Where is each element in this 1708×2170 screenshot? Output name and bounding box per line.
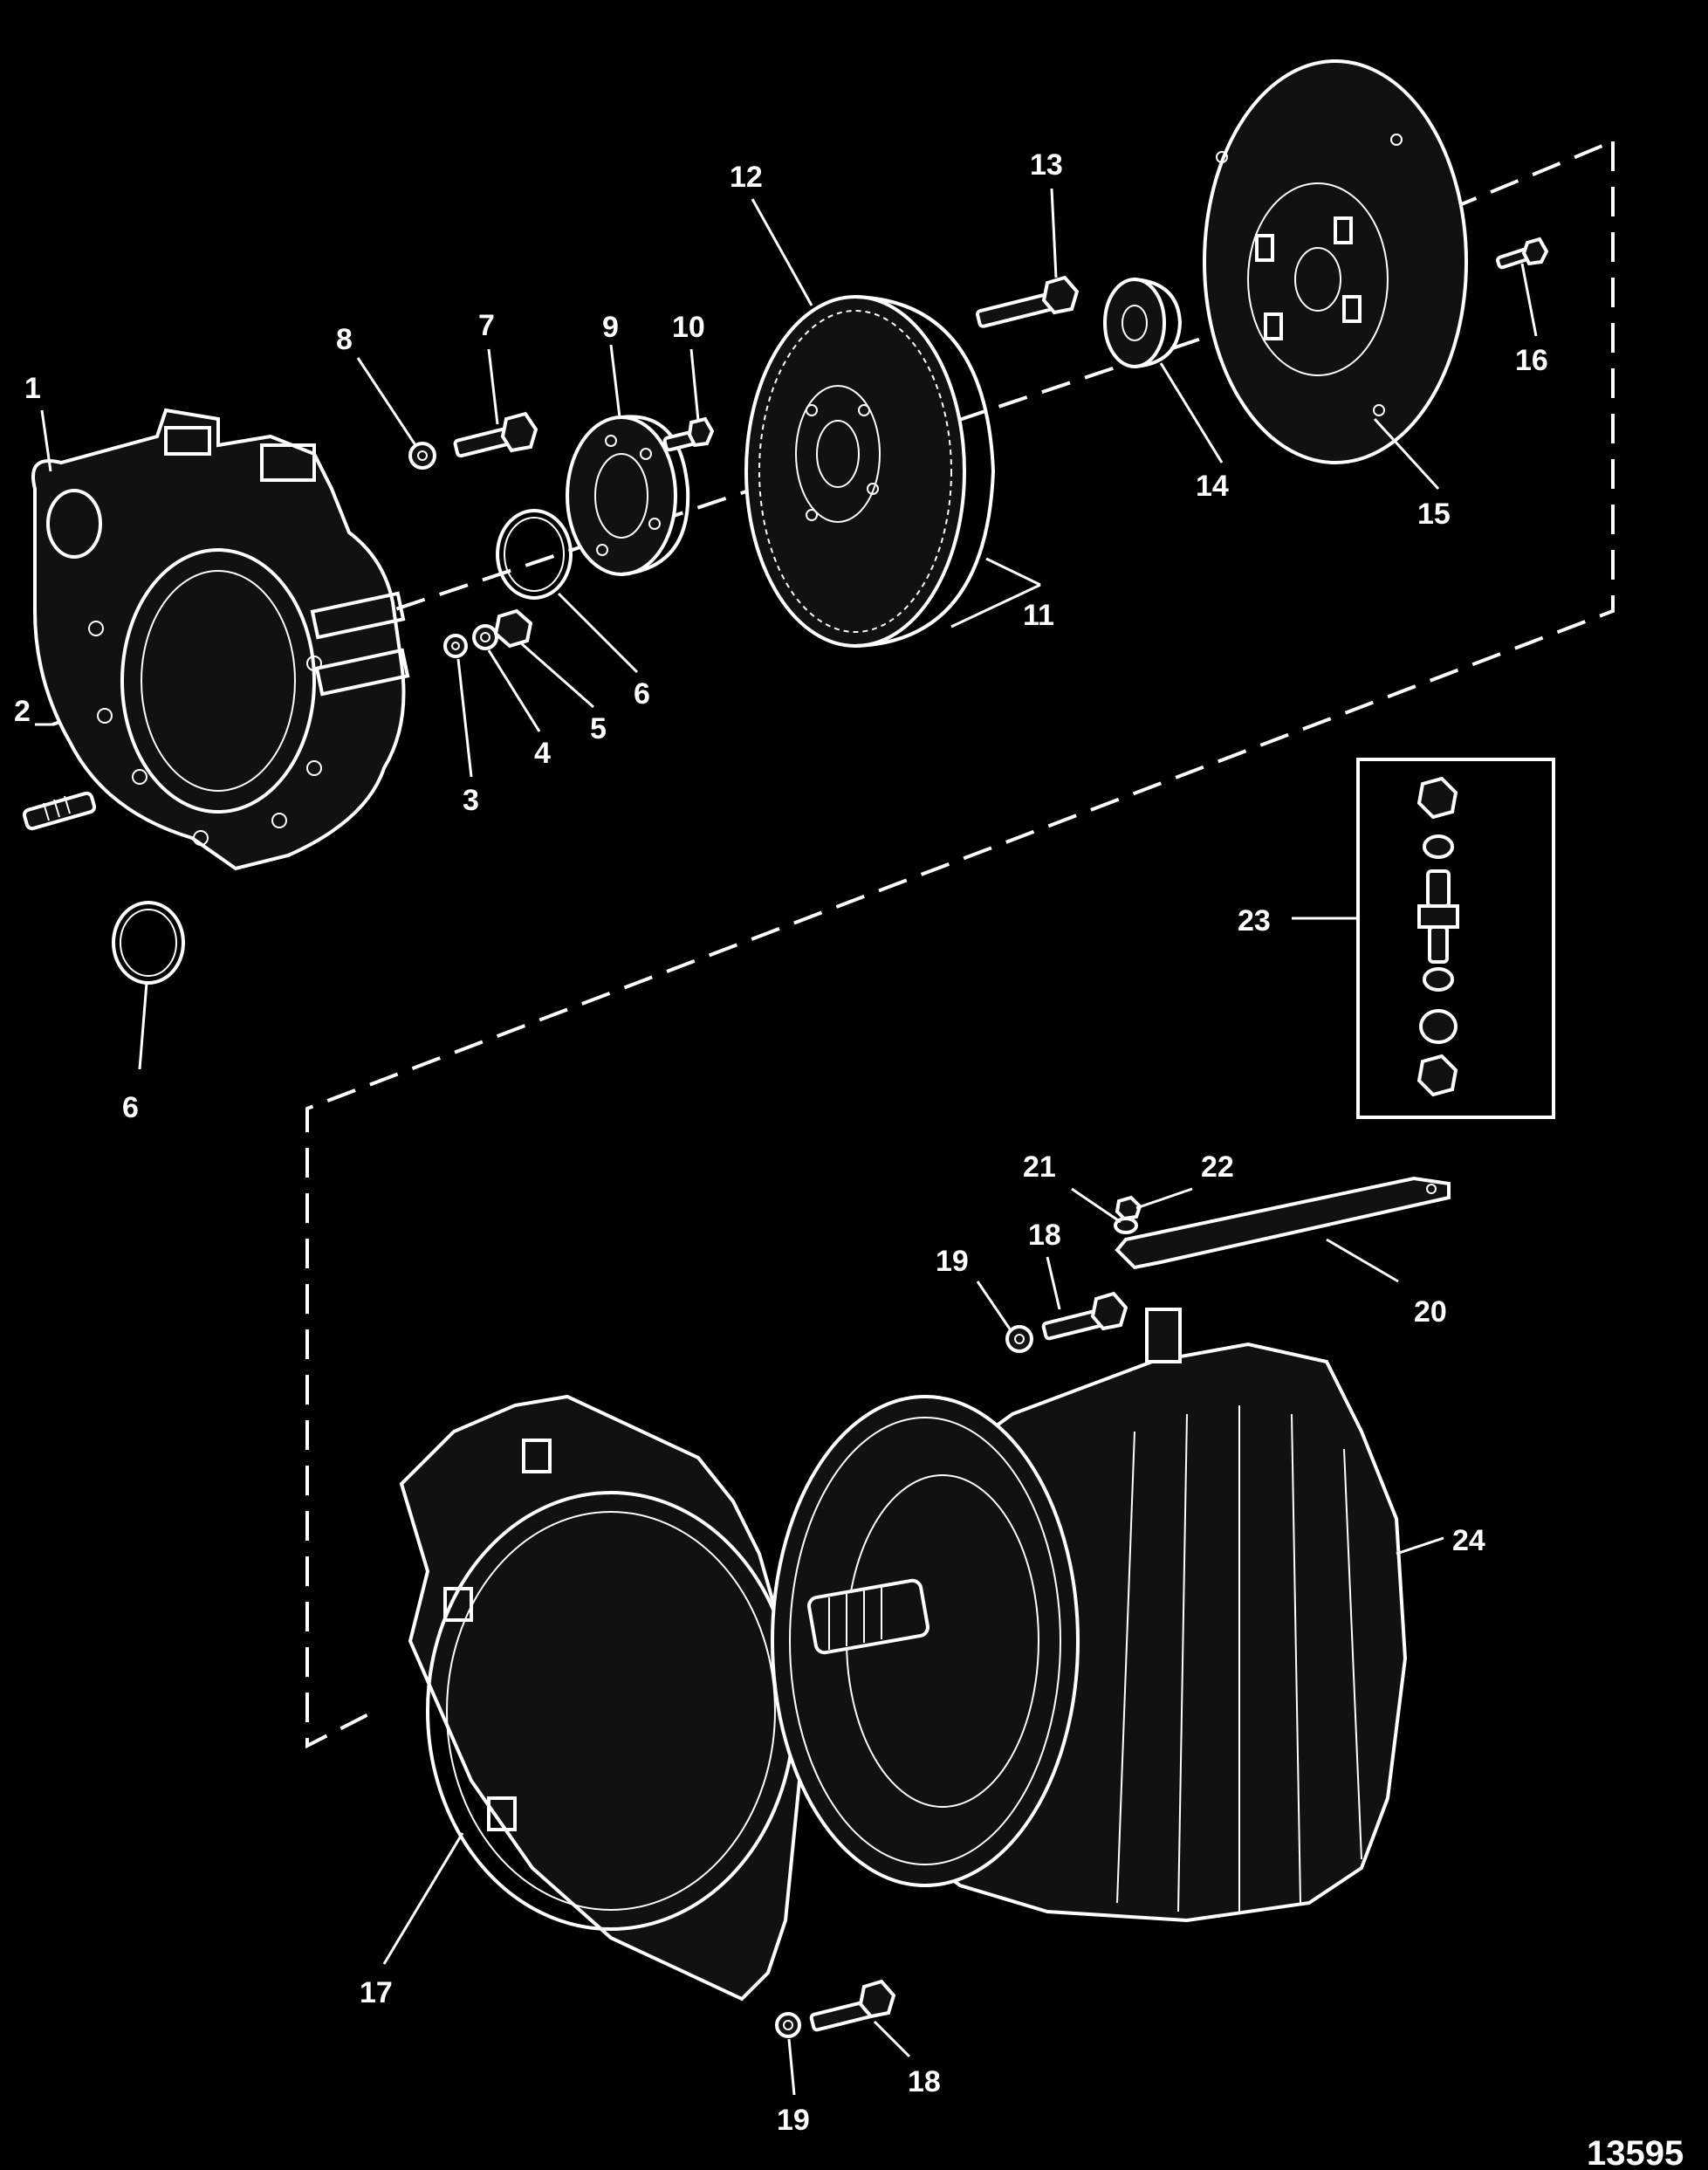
flywheel-housing — [31, 408, 410, 871]
callout-18-upper: 18 — [1028, 1219, 1061, 1252]
callout-5: 5 — [590, 712, 607, 745]
callout-2: 2 — [14, 695, 31, 728]
bracket-20 — [1115, 1176, 1451, 1270]
callout-13: 13 — [1030, 148, 1063, 182]
damper-plate — [1203, 59, 1468, 464]
bell-housing — [399, 1394, 806, 2002]
callout-6-lower: 6 — [122, 1091, 139, 1124]
callout-17: 17 — [360, 1976, 393, 2009]
bolt-7 — [453, 411, 538, 458]
callout-3: 3 — [463, 784, 479, 817]
callout-16: 16 — [1515, 344, 1548, 377]
callout-8: 8 — [336, 323, 353, 356]
nut-22 — [1115, 1195, 1142, 1221]
pilot-bearing — [1103, 278, 1183, 368]
callout-9: 9 — [602, 311, 619, 344]
callout-11: 11 — [1023, 599, 1054, 632]
callout-23: 23 — [1238, 904, 1271, 937]
callout-19-lower: 19 — [777, 2104, 810, 2137]
callout-12: 12 — [730, 161, 763, 194]
callout-21: 21 — [1023, 1150, 1056, 1184]
washer-8 — [408, 442, 436, 470]
washer-19-lower — [775, 2012, 801, 2038]
callout-24: 24 — [1452, 1524, 1485, 1557]
hardware-kit — [1356, 758, 1555, 1119]
stud — [22, 791, 97, 831]
callout-4: 4 — [534, 737, 551, 770]
leader-lines — [35, 188, 1538, 2096]
callout-19-upper: 19 — [936, 1245, 969, 1278]
bolt-13 — [976, 275, 1080, 328]
flywheel — [744, 295, 996, 648]
callout-14: 14 — [1196, 470, 1229, 503]
nut-5 — [493, 608, 533, 649]
adapter-plate — [566, 415, 690, 576]
o-ring-upper — [496, 509, 573, 600]
figure-number: 13595 — [1587, 2134, 1684, 2170]
callout-22: 22 — [1201, 1150, 1234, 1184]
bolt-10 — [662, 416, 715, 452]
callout-7: 7 — [478, 309, 495, 342]
washer-4 — [472, 624, 498, 650]
bolt-18-lower — [809, 1979, 896, 2032]
callout-6-upper: 6 — [634, 677, 650, 711]
callout-18-lower: 18 — [908, 2065, 941, 2098]
callout-labels: 1 2 3 4 5 6 6 7 8 9 10 11 12 13 14 15 16… — [14, 148, 1548, 2137]
callout-10: 10 — [672, 311, 705, 344]
callout-20: 20 — [1414, 1295, 1447, 1329]
bolt-18-upper — [1041, 1291, 1128, 1341]
washer-3 — [443, 634, 468, 658]
washer-19-upper — [1005, 1325, 1033, 1353]
callout-1: 1 — [24, 372, 41, 405]
callout-15: 15 — [1417, 498, 1451, 531]
o-ring-lower — [112, 901, 185, 985]
transmission — [771, 1308, 1408, 1923]
screw-16 — [1496, 237, 1549, 270]
